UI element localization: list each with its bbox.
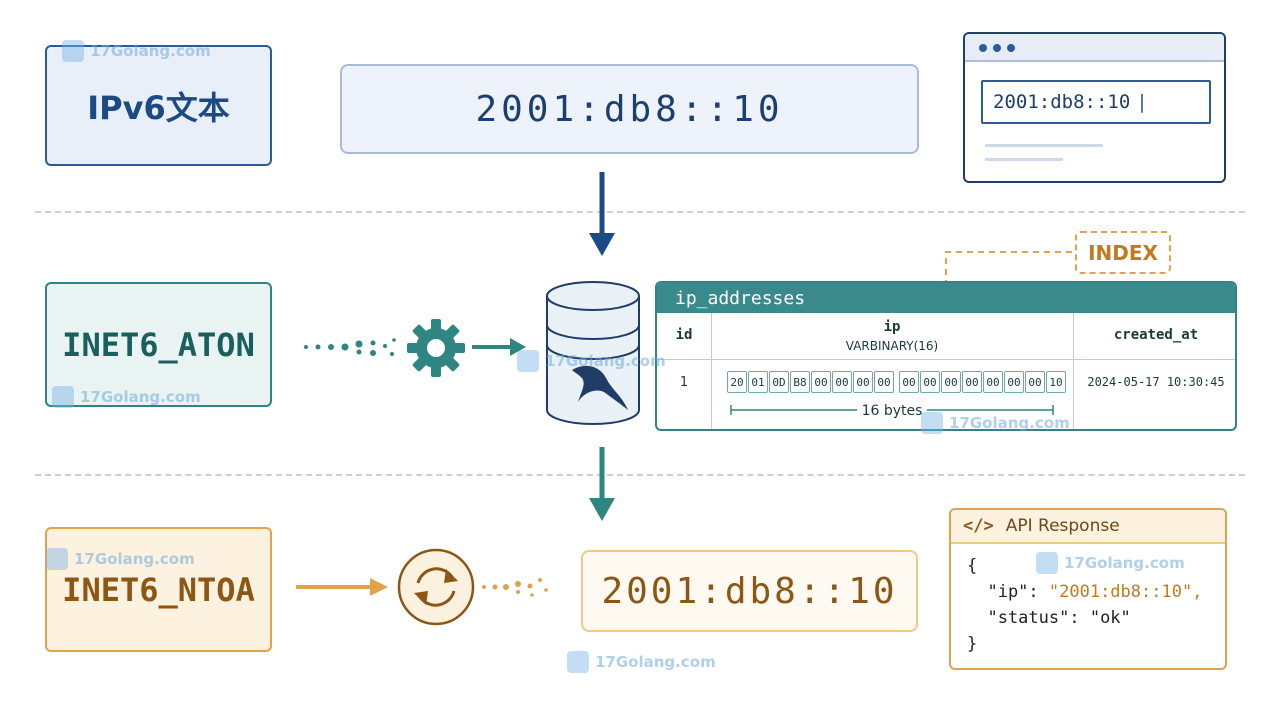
section-divider	[35, 211, 1245, 213]
browser-window: 2001:db8::10|	[963, 32, 1226, 183]
right-arrow-icon	[296, 578, 388, 596]
api-response-panel: </> API Response { "ip": "2001:db8::10",…	[949, 508, 1227, 670]
inet6-ntoa-label: INET6_NTOA	[45, 527, 272, 652]
row-divider	[657, 359, 1235, 360]
ip-input-field[interactable]: 2001:db8::10|	[981, 80, 1211, 124]
watermark: 17Golang.com	[921, 412, 1070, 434]
byte-cell: 00	[920, 371, 940, 393]
byte-cell: 00	[853, 371, 873, 393]
ipv6-output-value: 2001:db8::10	[581, 550, 918, 632]
byte-cell: 00	[1025, 371, 1045, 393]
watermark: 17Golang.com	[567, 651, 716, 673]
window-dot-icon	[979, 44, 987, 52]
ipv6-text-value: 2001:db8::10	[340, 64, 919, 154]
json-line: {	[967, 556, 978, 576]
byte-cell: 00	[941, 371, 961, 393]
ip-addresses-table: ip_addresses id ip VARBINARY(16) created…	[655, 281, 1237, 431]
column-header-id: id	[675, 327, 693, 343]
byte-cell: 20	[727, 371, 747, 393]
column-header-created-at: created_at	[1113, 327, 1199, 343]
placeholder-line	[985, 144, 1103, 147]
byte-span-bracket	[730, 405, 1054, 415]
watermark: 17Golang.com	[517, 350, 666, 372]
byte-cell: 00	[983, 371, 1003, 393]
inet6-aton-label: INET6_ATON	[45, 282, 272, 407]
index-connector	[945, 251, 1075, 308]
data-stream-dots	[304, 338, 396, 356]
json-line: "ip": "2001:db8::10",	[967, 582, 1203, 602]
byte-cell: 0D	[769, 371, 789, 393]
ipv6-text-label: IPv6文本	[45, 45, 272, 166]
column-divider	[711, 313, 712, 429]
section-divider	[35, 474, 1245, 476]
data-stream-dots	[482, 578, 548, 597]
byte-cell: 00	[811, 371, 831, 393]
window-dot-icon	[1007, 44, 1015, 52]
byte-cell: 00	[962, 371, 982, 393]
row-id: 1	[679, 375, 689, 390]
byte-cell: 00	[899, 371, 919, 393]
json-line: "status": "ok"	[967, 608, 1131, 628]
sync-icon	[397, 548, 475, 626]
table-title: ip_addresses	[657, 283, 1235, 313]
watermark: 17Golang.com	[52, 386, 201, 408]
byte-count-label: 16 bytes	[861, 403, 923, 419]
right-arrow-icon	[472, 338, 526, 356]
down-arrow-icon	[589, 447, 615, 521]
byte-cell: B8	[790, 371, 810, 393]
database-icon	[546, 281, 640, 425]
json-line: }	[967, 634, 978, 654]
byte-cell: 00	[1004, 371, 1024, 393]
index-tag: INDEX	[1075, 231, 1171, 274]
column-type-ip: VARBINARY(16)	[845, 339, 939, 353]
window-dot-icon	[993, 44, 1001, 52]
api-response-title: API Response	[1005, 516, 1120, 536]
api-response-header: </> API Response	[951, 510, 1225, 544]
byte-cell: 00	[832, 371, 852, 393]
byte-cell: 01	[748, 371, 768, 393]
byte-cell: 00	[874, 371, 894, 393]
placeholder-line	[985, 158, 1063, 161]
column-divider	[1073, 313, 1074, 429]
gear-icon	[407, 319, 465, 377]
browser-title-bar	[965, 34, 1224, 62]
column-header-ip: ip	[883, 319, 901, 335]
row-created-at: 2024-05-17 10:30:45	[1087, 375, 1225, 389]
code-icon: </>	[963, 516, 994, 536]
byte-cell: 10	[1046, 371, 1066, 393]
watermark: 17Golang.com	[46, 548, 195, 570]
watermark: 17Golang.com	[1036, 552, 1185, 574]
watermark: 17Golang.com	[62, 40, 211, 62]
down-arrow-icon	[589, 172, 615, 256]
